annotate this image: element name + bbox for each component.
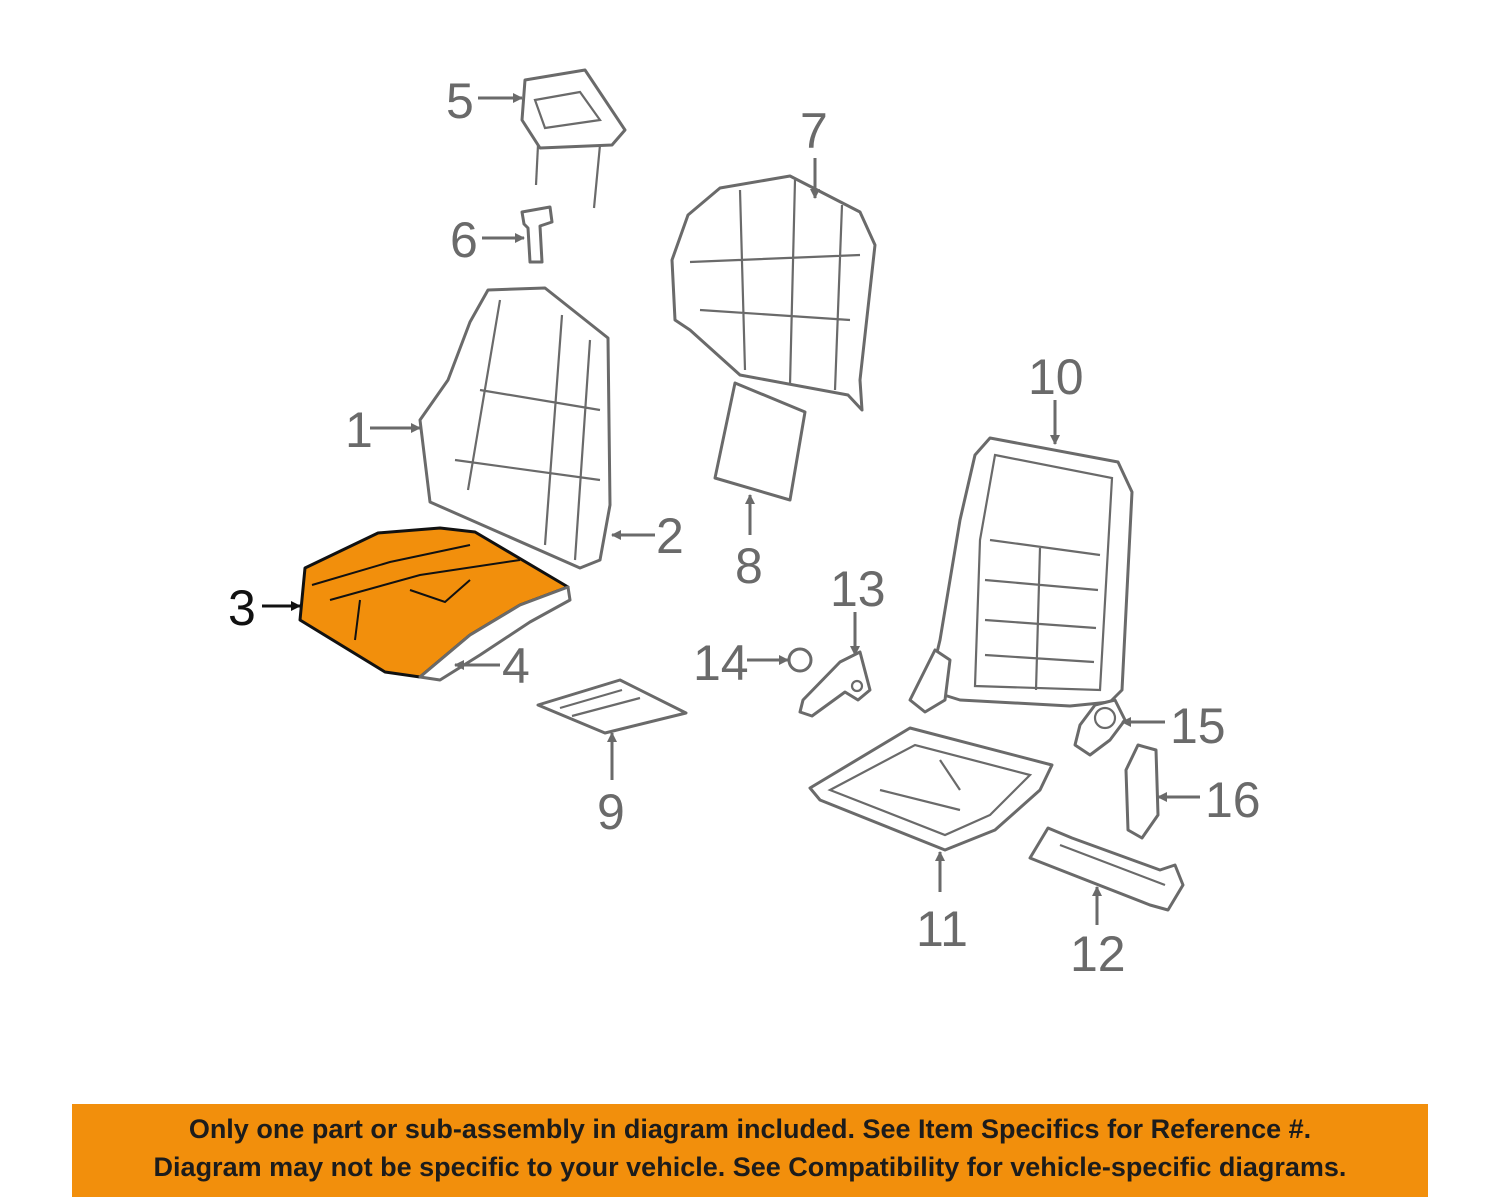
part-10-seat-back-frame	[908, 436, 1134, 714]
callout-1: 1	[345, 402, 373, 458]
callout-3: 3	[228, 580, 256, 636]
callout-13: 13	[830, 561, 886, 617]
part-15-knob	[1073, 698, 1127, 757]
callout-15: 15	[1170, 698, 1226, 754]
part-5-headrest	[520, 68, 627, 209]
part-8-pad	[713, 381, 807, 502]
callout-2: 2	[656, 508, 684, 564]
callout-6: 6	[450, 212, 478, 268]
part-4-seat-cushion-pad	[418, 585, 572, 682]
callout-7: 7	[800, 103, 828, 159]
part-7-backrest-cover	[670, 174, 877, 412]
disclaimer-line-2: Diagram may not be specific to your vehi…	[153, 1152, 1347, 1182]
part-11-seat-cushion-frame	[808, 726, 1054, 852]
part-9-pad	[536, 678, 688, 735]
part-14-clip	[787, 647, 813, 673]
callout-10: 10	[1028, 349, 1084, 405]
part-12-seat-track	[1028, 826, 1185, 912]
callout-9: 9	[597, 784, 625, 840]
callout-16: 16	[1205, 772, 1261, 828]
part-13-bracket	[798, 650, 872, 718]
callout-11: 11	[916, 901, 968, 957]
callout-8: 8	[735, 538, 763, 594]
part-16-side-cover	[1124, 743, 1160, 840]
disclaimer-line-1: Only one part or sub-assembly in diagram…	[188, 1114, 1312, 1144]
part-1-backrest	[418, 286, 612, 570]
callout-5: 5	[446, 73, 474, 129]
leader-lines	[262, 93, 1200, 925]
callout-4: 4	[502, 638, 530, 694]
disclaimer-banner: Only one part or sub-assembly in diagram…	[72, 1104, 1428, 1197]
part-6-headrest-guide	[520, 205, 554, 264]
callout-14: 14	[693, 635, 749, 691]
callout-12: 12	[1070, 926, 1126, 982]
